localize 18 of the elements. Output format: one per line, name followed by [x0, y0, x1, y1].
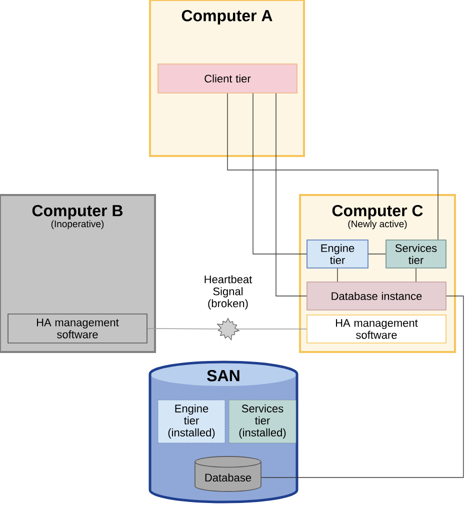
connector-line	[261, 296, 464, 478]
tier-box: Client tier	[158, 64, 298, 94]
connector-line	[337, 268, 338, 282]
signal-label: Heartbeat Signal (broken)	[204, 275, 252, 310]
tier-box: Engine tier	[306, 240, 368, 268]
tier-box: Services tier	[386, 240, 446, 268]
installed-tier-box: Engine tier (installed)	[158, 400, 226, 444]
connector-line	[236, 328, 307, 330]
broken-signal-starburst	[204, 275, 252, 341]
software-box: HA management software	[306, 314, 446, 344]
connector-line	[276, 93, 307, 296]
connector-line	[252, 93, 307, 254]
connector-line	[227, 93, 438, 240]
software-box: HA management software	[8, 314, 148, 344]
connector-line	[147, 328, 220, 330]
database-cylinder: Database	[194, 456, 262, 492]
database-instance-box: Database instance	[306, 282, 446, 310]
installed-tier-box: Services tier (installed)	[228, 400, 296, 444]
